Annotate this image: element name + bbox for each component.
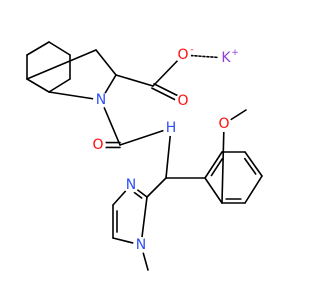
charge-o1: - (190, 45, 193, 55)
atom-label-k1: K (221, 50, 231, 66)
bond-c11-c12 (146, 177, 167, 198)
atom-k1: K (218, 50, 234, 66)
bond-n2-c11 (165, 127, 172, 179)
atom-label-o1: O (177, 47, 188, 63)
bonds-layer (26, 41, 263, 271)
bond-c6-c1 (26, 78, 50, 93)
atom-n3: N (123, 177, 139, 193)
bond-c19-c20 (244, 175, 263, 204)
charge-k1: + (231, 48, 239, 58)
bond-n1-c6 (48, 91, 102, 101)
atom-label-o3: O (92, 137, 103, 153)
bond-c21-c16 (204, 177, 223, 204)
bond-c1-c7 (26, 49, 97, 80)
bond-n1-c10 (100, 99, 121, 146)
atom-o2: O (175, 93, 191, 109)
atom-label-n3: N (126, 177, 136, 193)
atom-label-n4: N (136, 237, 146, 253)
atom-n4: N (133, 237, 149, 253)
atom-label-n1: N (96, 92, 106, 108)
bond-c8-c9 (115, 74, 154, 87)
bond-c10-n2 (119, 127, 172, 146)
atom-label-n2: H (166, 120, 177, 136)
bond-c2-c3 (26, 41, 50, 56)
bond-c18-c19-inner (243, 157, 257, 175)
atom-n2: H (163, 120, 179, 136)
atom-n1: N (93, 92, 109, 108)
atom-label-o2: O (177, 93, 188, 109)
bond-c16-c17-inner (210, 158, 224, 177)
atom-o4: O (216, 116, 232, 132)
bond-c21-o4 (221, 123, 225, 204)
bond-c3-c4 (48, 41, 71, 56)
atom-o3: O (90, 137, 106, 153)
bond-c5-c6 (48, 78, 71, 93)
bond-c18-c19 (244, 151, 263, 177)
atom-o1: O (175, 47, 191, 63)
atom-label-o4: O (218, 116, 229, 132)
bond-n4-c12 (140, 196, 148, 246)
bond-c7-c8 (95, 49, 117, 76)
bond-c16-c17 (204, 151, 223, 179)
